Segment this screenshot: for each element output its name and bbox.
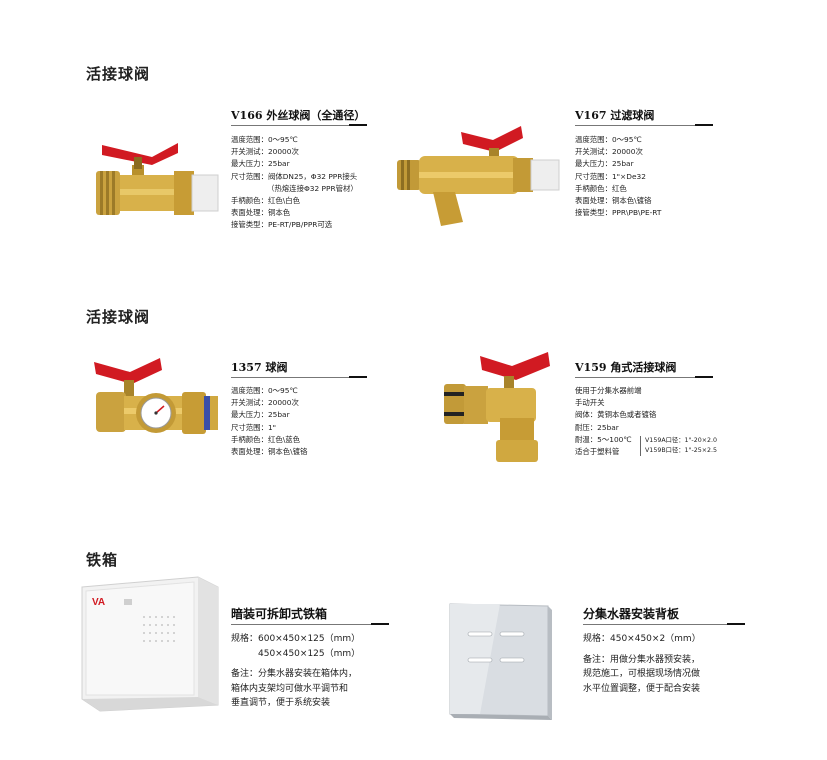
iron-box-title-rule-accent: [371, 623, 389, 625]
spec-line: 温度范围：0～95℃: [575, 135, 642, 144]
v167-specs: 温度范围：0～95℃ 开关测试：20000次 最大压力：25bar 尺寸范围：1…: [575, 134, 661, 219]
spec-line: 尺寸范围：1": [231, 422, 277, 432]
v159-valve-image: [444, 352, 550, 462]
mounting-plate-specs: 规格：450×450×2（mm） 备注：用做分集水器预安装， 规范施工，可根据现…: [583, 632, 701, 696]
mounting-plate-title-rule-accent: [727, 623, 745, 625]
section-title-union-ball-valve-1: 活接球阀: [86, 65, 151, 83]
spec-line: 最大压力：25bar: [231, 410, 290, 420]
spec-line: 表面处理：铜本色: [231, 208, 291, 218]
iron-box-specs: 规格：600×450×125（mm） 450×450×125（mm） 备注：分集…: [231, 632, 360, 711]
spec-line: 耐温：5～100℃: [575, 434, 632, 444]
mounting-plate-image: [449, 603, 552, 720]
spec-line: 备注：用做分集水器预安装，: [583, 654, 701, 665]
p1357-valve-image: [94, 358, 218, 434]
v166-specs: 温度范围：0～95℃ 开关测试：20000次 最大压力：25bar 尺寸范围：阀…: [231, 134, 358, 232]
spec-line: 规格：600×450×125（mm）: [231, 634, 361, 644]
v166-title-rule-accent: [349, 124, 367, 126]
iron-box-title: 暗装可拆卸式铁箱: [231, 607, 328, 621]
section-title-iron-box: 铁箱: [86, 551, 119, 569]
spec-line: 备注：分集水器安装在箱体内，: [231, 669, 358, 679]
spec-line: 尺寸范围：阀体DN25，Φ32 PPR接头: [231, 171, 358, 181]
spec-line: 450×450×125（mm）: [231, 648, 361, 659]
v167-title-rule: [575, 125, 695, 126]
v167-title: V167 过滤球阀: [575, 109, 655, 122]
spec-line: 耐压：25bar: [575, 422, 619, 432]
spec-line: （热熔连接Φ32 PPR管材）: [267, 183, 358, 193]
spec-line: 最大压力：25bar: [575, 159, 634, 169]
spec-line: 表面处理：铜本色\镀铬: [231, 447, 308, 457]
spec-line: 手柄颜色：红色\白色: [231, 196, 301, 206]
v159-title: V159 角式活接球阀: [575, 361, 677, 374]
spec-line: V159B口径：1"-25×2.5: [645, 447, 718, 454]
spec-line: 阀体：黄铜本色或者镀铬: [575, 410, 657, 420]
spec-line: 手柄颜色：红色\蓝色: [231, 434, 301, 444]
spec-line: 开关测试：20000次: [231, 398, 299, 408]
spec-line: 手动开关: [575, 398, 605, 408]
iron-box-title-rule: [231, 624, 371, 625]
spec-line: 最大压力：25bar: [231, 159, 290, 169]
v167-title-rule-accent: [695, 124, 713, 126]
v159-title-rule: [575, 377, 695, 378]
v166-title-rule: [231, 125, 349, 126]
spec-line: V159A口径：1"-20×2.0: [645, 437, 718, 444]
spec-line: 接管类型：PPR\PB\PE-RT: [575, 208, 662, 218]
spec-line: 手柄颜色：红色: [575, 183, 627, 193]
spec-line: 表面处理：铜本色\镀铬: [575, 196, 652, 206]
mounting-plate-title-rule: [583, 624, 727, 625]
spec-line: 水平位置调整，便于配合安装: [583, 683, 701, 694]
spec-line: 规范施工，可根据现场情况做: [583, 669, 701, 679]
mounting-plate-title: 分集水器安装背板: [583, 607, 680, 621]
v159-size-specs: V159A口径：1"-20×2.0 V159B口径：1"-25×2.5: [640, 436, 717, 456]
v166-title: V166 外丝球阀（全通径）: [231, 109, 366, 122]
p1357-title: 1357 球阀: [231, 361, 288, 374]
spec-line: 箱体内支架均可做水平调节和: [231, 683, 349, 694]
v166-valve-image: [96, 143, 219, 215]
spec-line: 使用于分集水器前端: [575, 386, 642, 395]
spec-line: 尺寸范围：1"×De32: [575, 171, 646, 181]
iron-box-logo: VA: [92, 597, 105, 608]
spec-line: 开关测试：20000次: [575, 147, 643, 157]
spec-line: 规格：450×450×2（mm）: [583, 634, 701, 644]
p1357-title-rule: [231, 377, 349, 378]
spec-line: 适合于塑料管: [575, 447, 620, 457]
spec-line: 垂直调节，便于系统安装: [231, 698, 331, 708]
spec-line: 温度范围：0～95℃: [231, 386, 298, 395]
v159-specs: 使用于分集水器前端 手动开关 阀体：黄铜本色或者镀铬 耐压：25bar 耐温：5…: [575, 385, 656, 458]
section-title-union-ball-valve-2: 活接球阀: [86, 308, 151, 326]
iron-box-image: VA: [81, 576, 219, 712]
spec-line: 温度范围：0～95℃: [231, 135, 298, 144]
p1357-title-rule-accent: [349, 376, 367, 378]
v159-title-rule-accent: [695, 376, 713, 378]
spec-line: 接管类型：PE-RT/PB/PPR可选: [231, 220, 333, 230]
spec-line: 开关测试：20000次: [231, 147, 299, 157]
v167-valve-image: [397, 126, 560, 226]
p1357-specs: 温度范围：0～95℃ 开关测试：20000次 最大压力：25bar 尺寸范围：1…: [231, 385, 307, 458]
